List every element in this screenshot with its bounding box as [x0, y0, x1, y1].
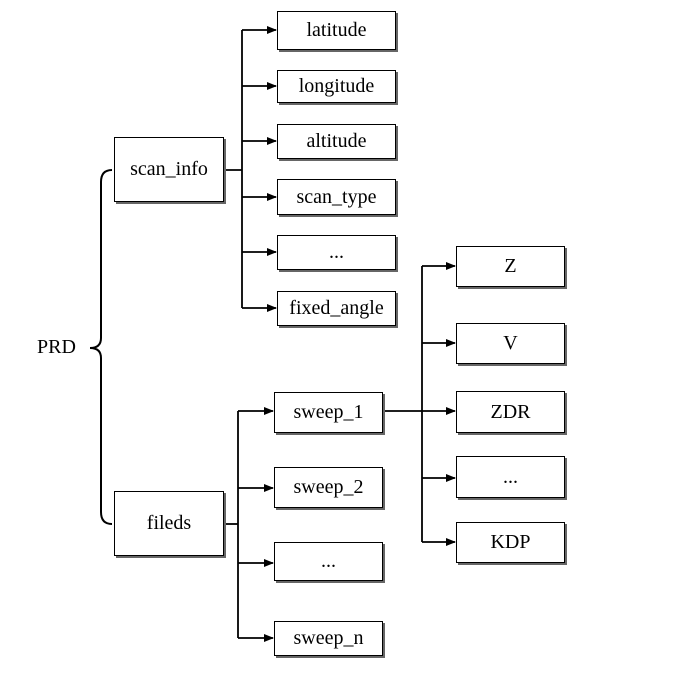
- scan-info-connectors: [223, 26, 277, 312]
- node-sweep-1-ellipsis: ...: [456, 456, 565, 498]
- node-sweep-1: sweep_1: [274, 392, 383, 433]
- node-sweep-2: sweep_2: [274, 467, 383, 508]
- node-scan-type: scan_type: [277, 179, 396, 215]
- node-fixed-angle: fixed_angle: [277, 291, 396, 326]
- node-z: Z: [456, 246, 565, 287]
- node-longitude: longitude: [277, 70, 396, 103]
- node-scan-info: scan_info: [114, 137, 224, 202]
- node-latitude: latitude: [277, 11, 396, 50]
- node-sweep-n: sweep_n: [274, 621, 383, 656]
- node-zdr: ZDR: [456, 391, 565, 433]
- sweep-1-connectors: [383, 262, 456, 546]
- node-fields-ellipsis: ...: [274, 542, 383, 581]
- root-brace: [89, 169, 113, 525]
- node-v: V: [456, 323, 565, 364]
- node-altitude: altitude: [277, 124, 396, 159]
- fields-connectors: [223, 407, 274, 642]
- node-kdp: KDP: [456, 522, 565, 563]
- root-label: PRD: [37, 336, 76, 358]
- node-fields: fileds: [114, 491, 224, 556]
- node-scan-info-ellipsis: ...: [277, 235, 396, 270]
